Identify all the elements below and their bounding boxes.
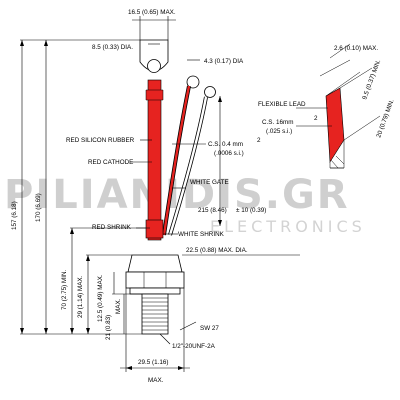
flexible-lead-detail [296,43,381,169]
cs-16-note: 2 [314,115,318,122]
red-shrink [145,219,164,239]
detail-max-label: 2.6 (0.10) MAX. [334,45,378,52]
cs-16-inch-label: (.025 s.i.) [266,128,292,135]
height-170-label: 170 (6.69) [35,193,42,222]
bottom-max-label: MAX. [148,377,164,384]
cs-04-note: 2 [257,137,261,144]
flexible-lead-label: FLEXIBLE LEAD [258,101,306,108]
height-21-max-label: MAX. [115,298,122,314]
red-shrink-label: RED SHRINK [92,224,132,231]
detail-20-label: 20 (0.79) MIN. [375,98,395,138]
height-157-label: 157 (6.18) [11,201,18,230]
height-29-label: 29 (1.14) MAX. [77,275,84,318]
bottom-width-label: 29.5 (1.16) [138,359,168,366]
hole-dia-label: 8.5 (0.33) DIA. [92,44,133,51]
red-cathode-label: RED CATHODE [88,159,133,166]
cs-04-inch-label: (.0006 s.i.) [214,150,244,157]
red-rubber-label: RED SILICON RUBBER [66,137,135,144]
height-21-label: 21 (0.83) [105,315,112,340]
dimension-arrows [20,40,222,370]
white-gate-label: WHITE GATE [190,179,229,186]
lead-215-label: 215 (8.46) [198,207,227,214]
thread-label: 1/2"-20UNF-2A [172,343,216,350]
lead-tolerance-label: ± 10 (0.39) [236,207,266,214]
dimension-lines [20,16,300,372]
cs-16-label: C.S. 16mm [262,119,294,126]
top-lug [139,39,169,73]
height-125-label: 12.5 (0.49) MAX. [97,274,104,322]
sw-label: SW 27 [200,325,219,332]
detail-95-label: 9.5 (0.37) MIN. [361,59,382,101]
watermark-sub: ELECTRONICS [210,217,366,236]
height-70-label: 70 (2.75) MIN. [61,270,68,310]
gate-ring-dia-label: 4.3 (0.17) DIA [204,58,244,65]
red-cathode-lead [147,79,162,241]
cs-04-label: C.S. 0.4 mm [208,141,243,148]
top-width-label: 16.5 (0.65) MAX. [128,9,176,16]
stud-body [125,254,185,335]
base-dia-label: 22.5 (0.88) MAX. DIA. [186,247,248,254]
gate-lead [162,75,216,236]
white-shrink-label: WHITE SHRINK [178,231,225,238]
